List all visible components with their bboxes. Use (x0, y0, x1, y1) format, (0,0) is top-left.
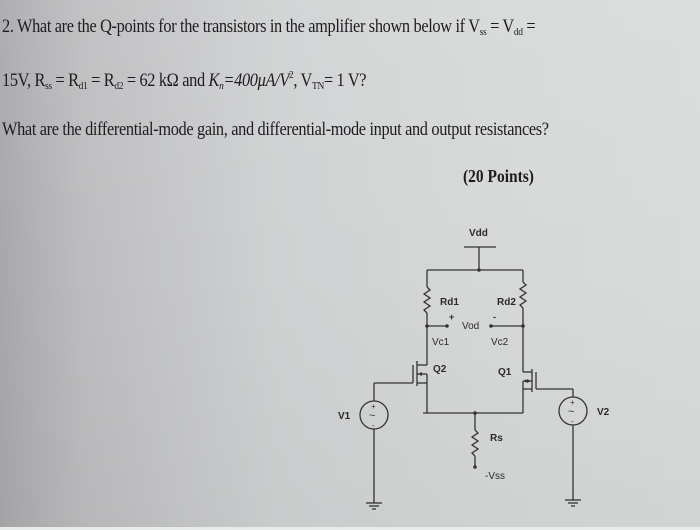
vc1-label: Vc1 (432, 337, 450, 348)
svg-text:~: ~ (369, 410, 375, 422)
rs-resistor-icon (470, 429, 480, 469)
v2-label: V2 (597, 407, 610, 418)
points-label: (20 Points) (463, 166, 534, 186)
svg-text:+: + (570, 398, 575, 407)
svg-text:-: - (571, 417, 574, 426)
svg-text:+: + (371, 402, 376, 411)
rd2-label: Rd2 (497, 297, 516, 308)
rd1-resistor-icon (422, 286, 432, 326)
q2-nmos-transistor-icon (373, 326, 428, 413)
svg-text:-: - (372, 421, 375, 430)
vdd-label: Vdd (469, 228, 488, 239)
vss-label: -Vss (485, 471, 505, 482)
vc2-node (489, 324, 525, 328)
ground-icon (366, 502, 382, 510)
question-line-3: What are the differential-mode gain, and… (2, 119, 549, 140)
vc1-node (425, 324, 449, 328)
rd1-label: Rd1 (440, 297, 459, 308)
vc2-label: Vc2 (491, 337, 509, 348)
question-number: 2. (2, 16, 14, 37)
rd2-resistor-icon (518, 281, 528, 326)
vdd-supply-symbol (464, 246, 496, 270)
question-line-1: 2. What are the Q-points for the transis… (2, 16, 536, 38)
ground-icon (565, 499, 581, 507)
v2-ac-source-icon: + ~ - (558, 396, 588, 500)
v1-label: V1 (338, 411, 351, 422)
bottom-rail-wire (423, 411, 523, 430)
vod-minus-sign: - (493, 312, 496, 322)
svg-text:~: ~ (568, 406, 574, 418)
q1-label: Q1 (498, 367, 512, 378)
photo-bottom-edge (0, 527, 700, 530)
vod-plus-sign: + (449, 312, 454, 322)
question-line-2: 15V, Rss = Rd1 = Rd2 = 62 kΩ and Kn=400μ… (2, 69, 367, 92)
vod-label: Vod (462, 321, 479, 332)
q2-label: Q2 (433, 364, 447, 375)
rs-label: Rs (490, 433, 503, 444)
q1-nmos-transistor-icon (522, 326, 574, 413)
top-rail-wire (426, 268, 524, 287)
v1-ac-source-icon: + ~ - (359, 400, 389, 503)
